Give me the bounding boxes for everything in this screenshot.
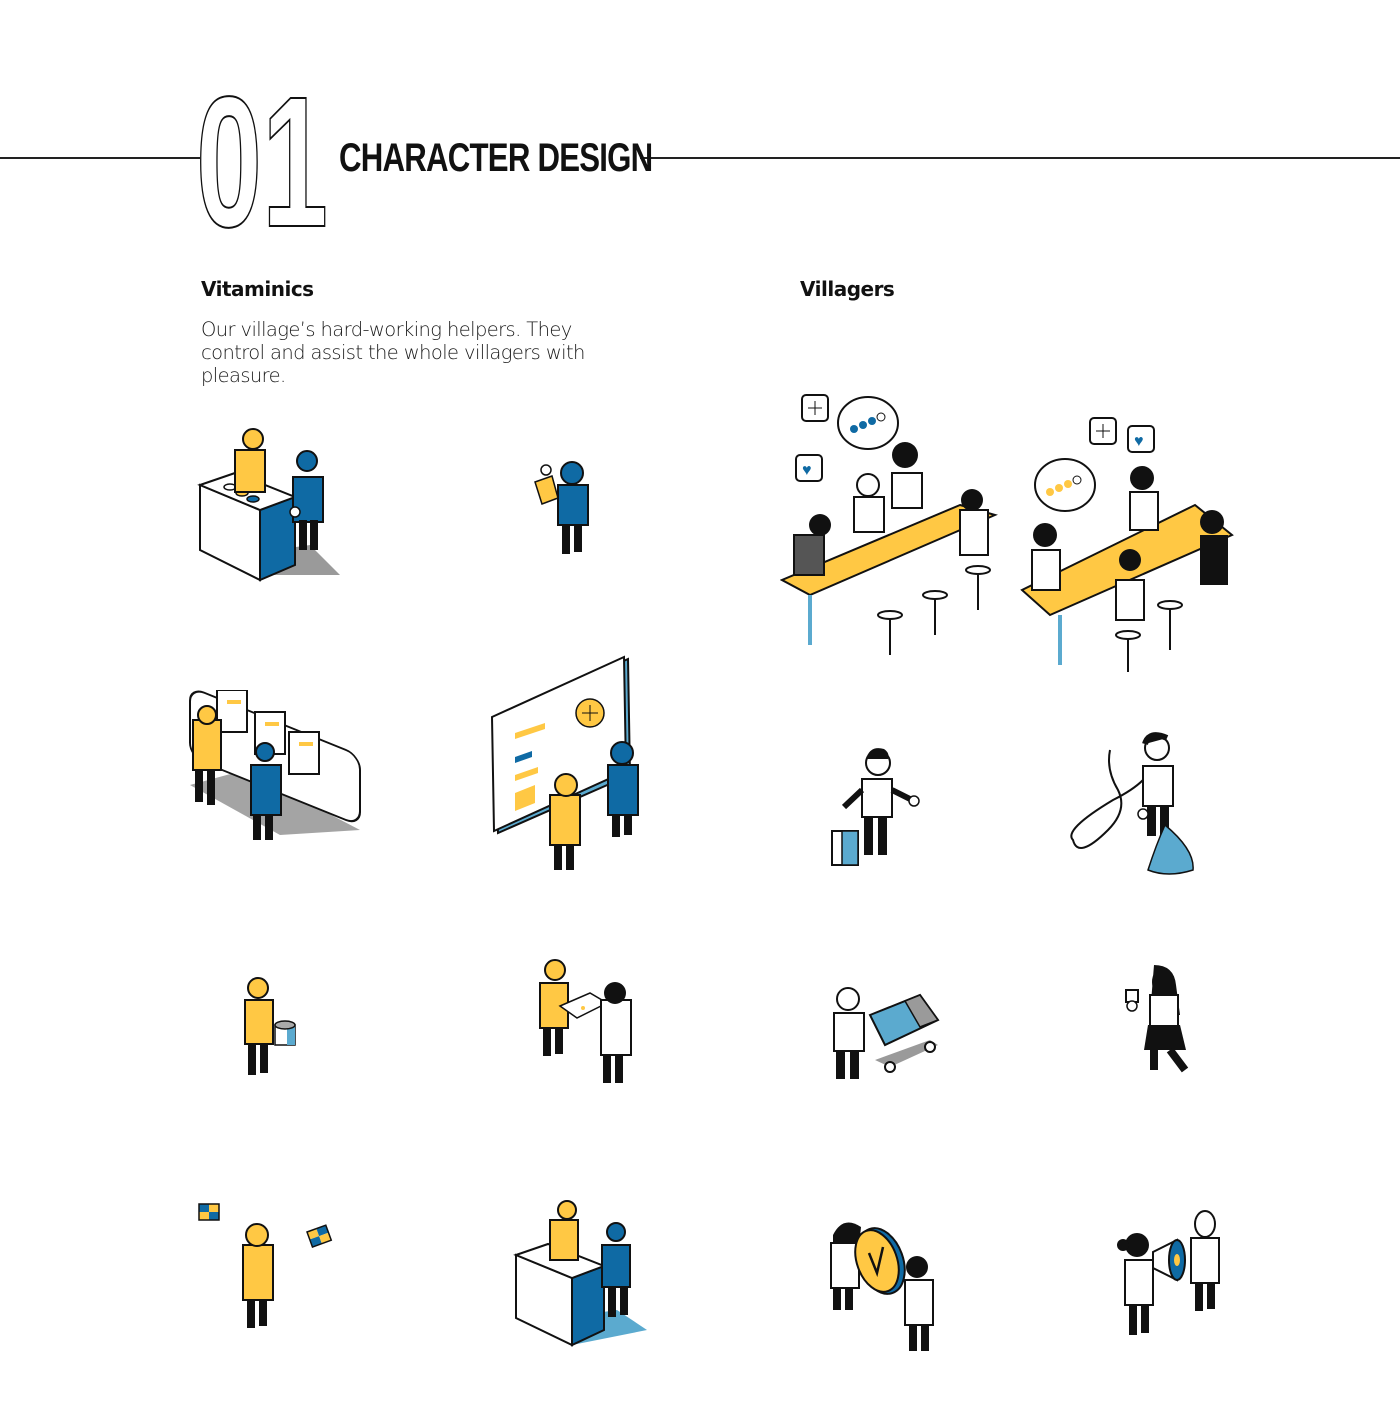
illustration-flag-signaler: [195, 1200, 335, 1330]
illustration-shopper: [830, 985, 940, 1085]
header-rule-left: [0, 157, 200, 159]
illustration-control-desk-duo: [195, 425, 345, 585]
svg-text:01: 01: [196, 80, 328, 230]
illustration-control-desk-duo-2: [512, 1200, 652, 1350]
illustration-gardener: [1065, 730, 1205, 875]
section-title: CHARACTER DESIGN: [339, 136, 653, 180]
illustration-bucket-helper: [240, 975, 305, 1080]
header-rule-right: [640, 157, 1400, 159]
illustration-cafe-table-1: ♥: [780, 385, 1000, 665]
illustration-clipboard-helper: [530, 460, 595, 560]
illustration-document-handover: [535, 958, 635, 1088]
vitaminics-heading: Vitaminics: [201, 277, 314, 301]
villagers-heading: Villagers: [800, 277, 895, 301]
illustration-megaphone: [1115, 1210, 1230, 1340]
illustration-monitor-station: [185, 690, 365, 845]
illustration-cafe-table-2: ♥: [1020, 410, 1240, 675]
illustration-traveler: [828, 745, 923, 870]
svg-text:♥: ♥: [802, 462, 812, 479]
svg-text:♥: ♥: [1134, 433, 1144, 450]
section-number: 01: [195, 58, 332, 267]
illustration-coin-carriers: [825, 1215, 940, 1355]
illustration-dashboard-board: [490, 655, 650, 875]
vitaminics-description: Our village’s hard-working helpers. They…: [201, 318, 585, 387]
illustration-coffee-walker: [1120, 960, 1200, 1080]
